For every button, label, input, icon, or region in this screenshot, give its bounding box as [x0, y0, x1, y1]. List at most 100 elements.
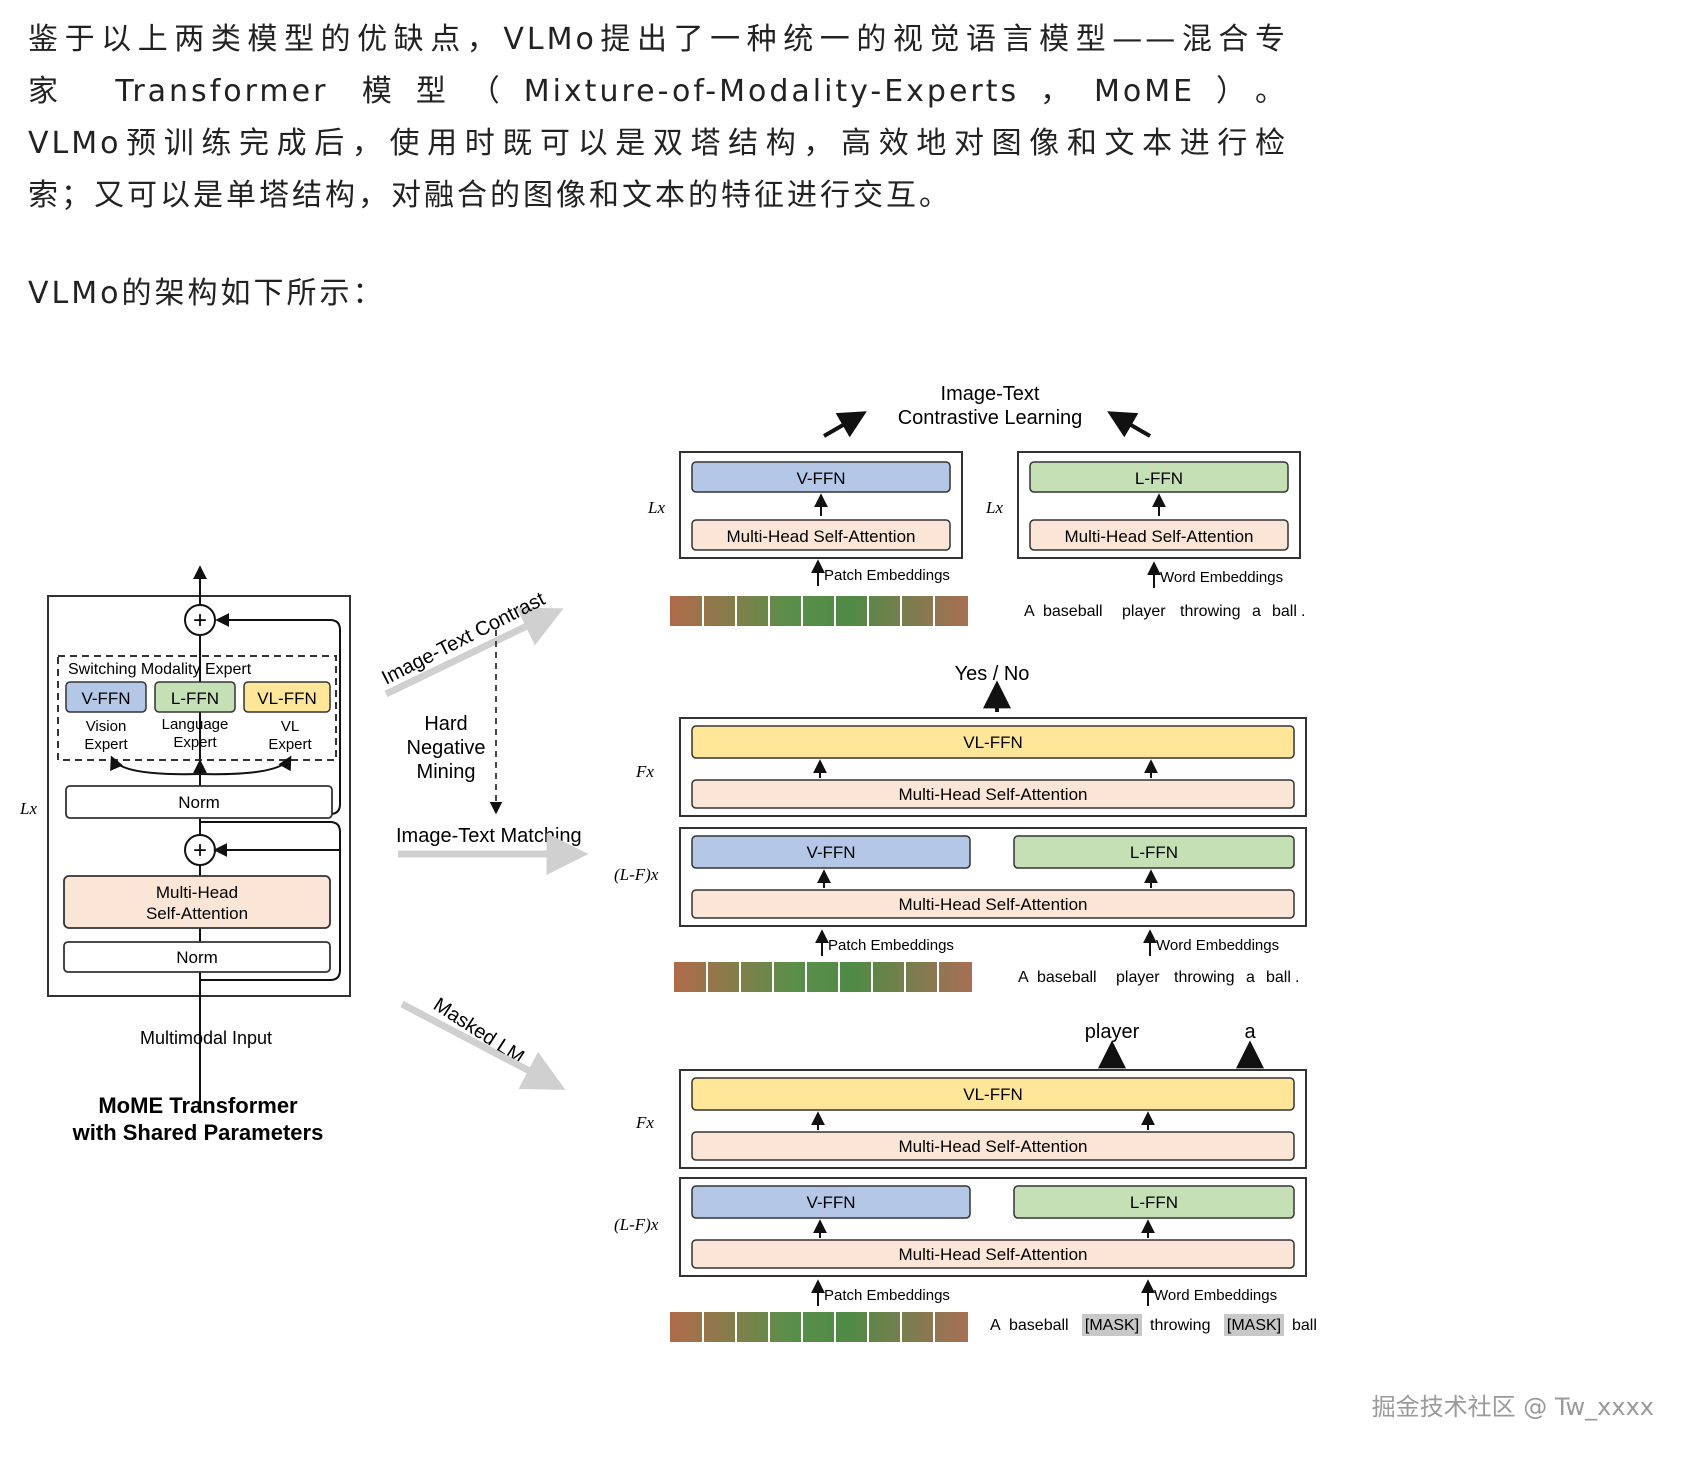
sentence-token: player — [1122, 603, 1166, 620]
input-sentence: A baseball player throwing a ball . — [1024, 603, 1305, 620]
layer-count-label: Lx — [19, 799, 37, 818]
input-sentence: A baseball player throwing a ball . — [1018, 969, 1299, 986]
hnm-label: Negative — [407, 737, 486, 759]
word-embeddings-label: Word Embeddings — [1160, 569, 1283, 586]
vision-expert-label: Vision — [86, 718, 127, 735]
sentence-token: player — [1116, 969, 1160, 986]
layer-count-label: Fx — [635, 1113, 654, 1132]
mhsa-label: Multi-Head Self-Attention — [727, 527, 916, 546]
sentence-token: baseball — [1009, 1317, 1069, 1334]
word-embeddings-label: Word Embeddings — [1154, 1287, 1277, 1304]
lffn-label: L-FFN — [1130, 843, 1178, 862]
sentence-token: baseball — [1043, 603, 1103, 620]
architecture-diagram: + + Switching Modality Expert V-FFN L-FF… — [19, 383, 1317, 1342]
figure-caption: with Shared Parameters — [72, 1120, 324, 1145]
paragraph-line: VLMo预训练完成后，使用时既可以是双塔结构，高效地对图像和文本进行检 — [28, 126, 1288, 161]
mlm-output-label: player — [1085, 1021, 1140, 1043]
itc-title: Image-Text — [941, 383, 1040, 405]
vlffn-label: VL-FFN — [963, 1085, 1023, 1104]
input-sentence: A baseball [MASK] throwing [MASK] ball — [990, 1314, 1317, 1336]
layer-count-label: (L-F)x — [614, 865, 659, 884]
image-patches — [670, 596, 968, 626]
language-expert-label: Expert — [173, 734, 217, 751]
figure-caption: MoME Transformer — [98, 1093, 298, 1118]
multimodal-input-label: Multimodal Input — [140, 1028, 272, 1048]
mlm-branch: player a VL-FFN Multi-Head Self-Attentio… — [614, 1021, 1317, 1342]
image-patches — [674, 962, 972, 992]
sentence-token: . — [1295, 969, 1299, 986]
vlffn-label: VL-FFN — [257, 689, 317, 708]
mask-token-box — [1082, 1314, 1142, 1336]
sentence-token: ball — [1266, 969, 1291, 986]
layer-count-label: Lx — [985, 498, 1003, 517]
patch-embeddings-label: Patch Embeddings — [824, 1287, 950, 1304]
switching-modality-expert-label: Switching Modality Expert — [68, 661, 252, 678]
image-patches — [670, 1312, 968, 1342]
vffn-label: V-FFN — [81, 689, 130, 708]
vffn-label: V-FFN — [806, 1193, 855, 1212]
mhsa-label: Multi-Head Self-Attention — [899, 785, 1088, 804]
paragraph-line: 索；又可以是单塔结构，对融合的图像和文本的特征进行交互。 — [28, 178, 952, 213]
vffn-label: V-FFN — [796, 469, 845, 488]
norm-label: Norm — [176, 948, 218, 967]
article-paragraph: 鉴于以上两类模型的优缺点，VLMo提出了一种统一的视觉语言模型——混合专 家 T… — [28, 14, 1288, 222]
mhsa-label: Self-Attention — [146, 904, 248, 923]
mlm-output-label: a — [1244, 1021, 1256, 1043]
layer-count-label: Fx — [635, 762, 654, 781]
watermark: 掘金技术社区 @ Tw_xxxx — [1371, 1393, 1654, 1421]
mlm-task-label: Masked LM — [429, 994, 528, 1069]
language-expert-label: Language — [162, 716, 229, 733]
mask-token: [MASK] — [1227, 1317, 1281, 1334]
vlmo-architecture-figure: + + Switching Modality Expert V-FFN L-FF… — [0, 380, 1682, 1458]
sentence-token: baseball — [1037, 969, 1097, 986]
sentence-token: a — [1246, 969, 1255, 986]
itm-branch: Yes / No VL-FFN Multi-Head Self-Attentio… — [614, 663, 1307, 992]
mhsa-label: Multi-Head Self-Attention — [899, 1137, 1088, 1156]
norm-label: Norm — [178, 793, 220, 812]
sentence-token: ball — [1272, 603, 1297, 620]
svg-text:+: + — [193, 837, 207, 864]
sentence-token: A — [1018, 969, 1029, 986]
add-icon — [184, 604, 216, 636]
itc-task-label: Image-Text Contrast — [378, 588, 549, 690]
paragraph-line: 鉴于以上两类模型的优缺点，VLMo提出了一种统一的视觉语言模型——混合专 — [28, 22, 1288, 57]
hnm-label: Mining — [417, 761, 476, 783]
mhsa-label: Multi-Head Self-Attention — [899, 895, 1088, 914]
sentence-token: throwing — [1150, 1317, 1210, 1334]
itc-branch: Image-Text Contrastive Learning V-FFN Mu… — [647, 383, 1305, 626]
paragraph-line: 家 Transformer 模型（Mixture-of-Modality-Exp… — [28, 74, 1288, 109]
sentence-token: A — [990, 1317, 1001, 1334]
mask-token: [MASK] — [1085, 1317, 1139, 1334]
sentence-token: throwing — [1180, 603, 1240, 620]
layer-count-label: Lx — [647, 498, 665, 517]
vlffn-label: VL-FFN — [963, 733, 1023, 752]
svg-text:+: + — [193, 607, 207, 634]
mome-transformer: + + Switching Modality Expert V-FFN L-FF… — [19, 565, 351, 1145]
lffn-label: L-FFN — [1135, 469, 1183, 488]
itm-task-label: Image-Text Matching — [396, 825, 582, 847]
patch-embeddings-label: Patch Embeddings — [828, 937, 954, 954]
sentence-token: a — [1252, 603, 1261, 620]
vision-expert-label: Expert — [84, 736, 128, 753]
vffn-label: V-FFN — [806, 843, 855, 862]
sentence-token: throwing — [1174, 969, 1234, 986]
mask-token-box — [1224, 1314, 1284, 1336]
sentence-token: A — [1024, 603, 1035, 620]
word-embeddings-label: Word Embeddings — [1156, 937, 1279, 954]
sentence-token: . — [1301, 603, 1305, 620]
itm-output-label: Yes / No — [955, 663, 1030, 685]
sentence-token: ball — [1292, 1317, 1317, 1334]
itc-title: Contrastive Learning — [898, 407, 1083, 429]
patch-embeddings-label: Patch Embeddings — [824, 567, 950, 584]
layer-count-label: (L-F)x — [614, 1215, 659, 1234]
lffn-label: L-FFN — [171, 689, 219, 708]
vl-expert-label: Expert — [268, 736, 312, 753]
mhsa-label: Multi-Head Self-Attention — [899, 1245, 1088, 1264]
figure-intro: VLMo的架构如下所示： — [28, 276, 386, 311]
vl-expert-label: VL — [281, 718, 299, 735]
hnm-label: Hard — [424, 713, 467, 735]
pretraining-tasks: Image-Text Contrast Hard Negative Mining… — [378, 588, 589, 1090]
lffn-label: L-FFN — [1130, 1193, 1178, 1212]
mhsa-label: Multi-Head Self-Attention — [1065, 527, 1254, 546]
mhsa-label: Multi-Head — [156, 883, 238, 902]
